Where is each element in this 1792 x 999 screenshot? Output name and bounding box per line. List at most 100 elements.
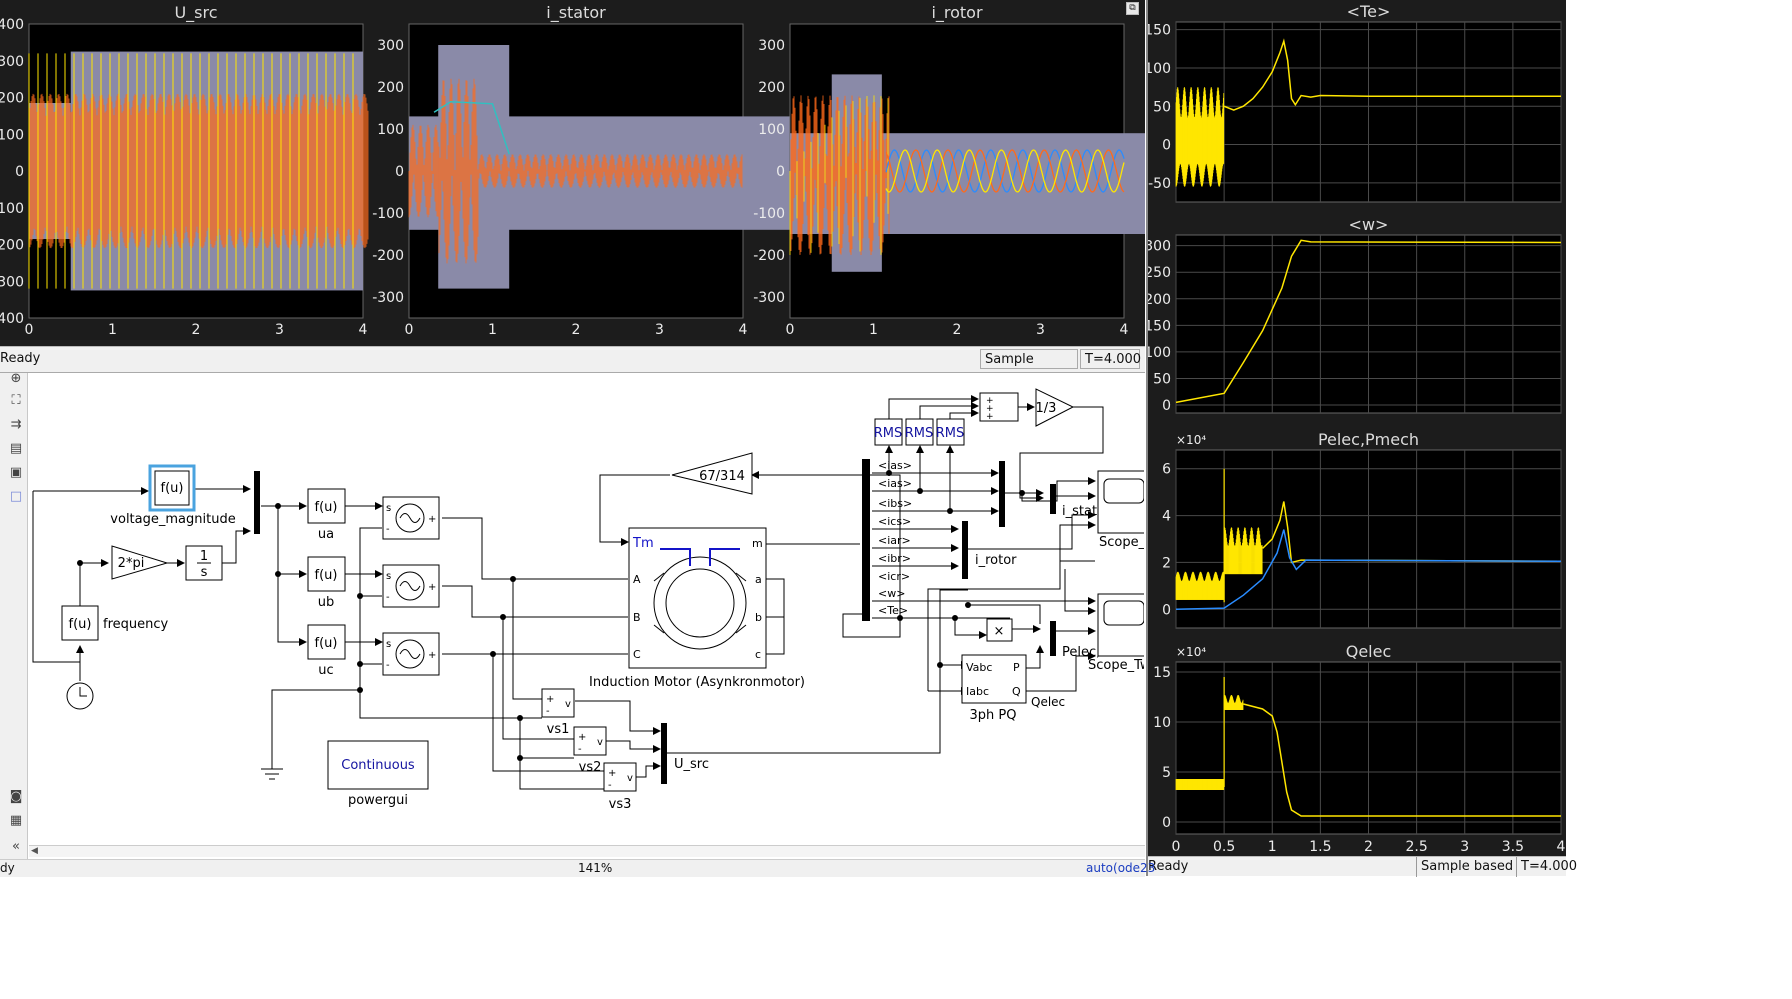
- bus-signal-label: <icr>: [878, 570, 910, 583]
- induction-motor-block[interactable]: Tm m A B C a b c: [628, 527, 767, 669]
- scope-tw-block[interactable]: [1097, 593, 1144, 657]
- y-tick-label: -300: [0, 274, 24, 290]
- bus-signal-labels: <ias><ias><ibs><ics><iar><ibr><icr><w><T…: [878, 459, 912, 617]
- model-editor: ⊕ ⛶ ⇉ ▤ ▣ □ ◙ ▦ «: [0, 371, 1155, 877]
- x-tick-label: 0: [405, 322, 414, 338]
- mux-block[interactable]: [254, 471, 260, 534]
- zoom-in-icon[interactable]: ⊕: [10, 371, 22, 386]
- clock-block[interactable]: [66, 682, 94, 710]
- junction-dots: [77, 470, 1025, 761]
- svg-text:f(u): f(u): [69, 617, 92, 632]
- x-tick-label: 1: [108, 322, 117, 338]
- stator-mux2-block[interactable]: [1050, 484, 1056, 514]
- exponent-label: ×10⁴: [1176, 433, 1206, 447]
- scope2-status-mode: Sample based: [1416, 857, 1516, 877]
- vs2-block[interactable]: + - v: [573, 726, 607, 756]
- voltage-magnitude-block[interactable]: f(u): [148, 464, 196, 512]
- svg-text:b: b: [755, 611, 762, 624]
- svg-text:1: 1: [200, 549, 208, 564]
- signal-traces: [1175, 239, 1562, 404]
- rms-block-3[interactable]: RMS: [936, 418, 965, 446]
- x-tick-label: 0: [786, 322, 795, 338]
- rms-block-1[interactable]: RMS: [874, 418, 903, 446]
- scope-u-block[interactable]: [1097, 470, 1144, 534]
- fit-view-icon[interactable]: ⛶: [11, 393, 21, 408]
- ground-block[interactable]: [261, 756, 283, 780]
- svg-text:m: m: [752, 537, 763, 550]
- frequency-label: frequency: [103, 617, 169, 632]
- y-tick-label: -300: [753, 290, 785, 306]
- rms-block-2[interactable]: RMS: [905, 418, 934, 446]
- zoom-level: 141%: [578, 861, 613, 875]
- y-tick-label: 150: [1148, 23, 1171, 39]
- integrator-block[interactable]: 1 s: [185, 545, 223, 581]
- svg-text:s: s: [386, 639, 391, 650]
- voltage-source-a[interactable]: s - +: [382, 496, 440, 540]
- svg-text:f(u): f(u): [315, 636, 338, 651]
- irotor-mux-block[interactable]: [962, 521, 968, 579]
- gain-67-314-block[interactable]: 67/314: [671, 452, 753, 495]
- pq-label: 3ph PQ: [970, 708, 1017, 723]
- scope1-status-text: Ready: [0, 351, 41, 366]
- scope2-status-text: Ready: [1148, 859, 1189, 874]
- frequency-fcn-block[interactable]: f(u): [61, 605, 99, 641]
- model-hscrollbar[interactable]: ◀: [29, 845, 1145, 857]
- bus-signal-label: <w>: [878, 587, 905, 600]
- ub-fcn-block[interactable]: f(u): [307, 556, 346, 592]
- y-tick-label: 50: [1153, 371, 1171, 387]
- scope-tw-label: Scope_Tw: [1088, 658, 1144, 673]
- annotation-icon[interactable]: ▤: [9, 441, 23, 456]
- vs1-label: vs1: [547, 722, 570, 737]
- power-mux-block[interactable]: [1050, 621, 1056, 656]
- vs1-block[interactable]: + - v: [541, 688, 575, 718]
- uc-fcn-block[interactable]: f(u): [307, 624, 346, 660]
- plot-title: Qelec: [1346, 642, 1392, 661]
- svg-text:+: +: [428, 582, 436, 593]
- svg-text:RMS: RMS: [905, 426, 934, 441]
- collapse-icon[interactable]: «: [12, 839, 20, 854]
- svg-text:+: +: [986, 396, 994, 406]
- y-tick-label: 200: [377, 80, 404, 96]
- y-tick-label: 6: [1162, 462, 1171, 478]
- ua-fcn-block[interactable]: f(u): [307, 488, 346, 524]
- svg-text:RMS: RMS: [874, 426, 903, 441]
- svg-text:1/3: 1/3: [1036, 401, 1057, 416]
- usrc-label: U_src: [674, 757, 709, 772]
- solver-name[interactable]: auto(ode23: [1086, 861, 1156, 875]
- pq-block[interactable]: Vabc Iabc P Q: [961, 654, 1027, 704]
- voltage-source-b[interactable]: s - +: [382, 564, 440, 608]
- istator-mux-block[interactable]: [999, 461, 1005, 527]
- irotor-label: i_rotor: [975, 553, 1017, 568]
- y-tick-label: -100: [753, 206, 785, 222]
- voltage-magnitude-label: voltage_magnitude: [110, 512, 235, 527]
- scope2-status-time: T=4.000: [1516, 857, 1577, 877]
- scope1-status-mode: Sample based: [980, 349, 1078, 387]
- x-tick-label: 3: [275, 322, 284, 338]
- vs3-block[interactable]: + - v: [603, 762, 637, 792]
- bus-selector-block[interactable]: [862, 459, 870, 621]
- y-tick-label: 0: [395, 164, 404, 180]
- exponent-label: ×10⁴: [1176, 645, 1206, 659]
- gain-1-3-block[interactable]: 1/3: [1035, 388, 1075, 427]
- gain-2pi-block[interactable]: 2*pi: [111, 545, 169, 580]
- signal-traces: [1175, 468, 1562, 611]
- powergui-block[interactable]: Continuous: [327, 740, 429, 790]
- scroll-left-icon[interactable]: ◀: [31, 846, 38, 856]
- camera-icon[interactable]: ◙: [9, 789, 23, 804]
- svg-text:s: s: [201, 565, 208, 580]
- usrc-mux-block[interactable]: [661, 723, 667, 784]
- x-tick-label: 2: [572, 322, 581, 338]
- area-icon[interactable]: □: [9, 489, 23, 504]
- voltage-source-c[interactable]: s - +: [382, 632, 440, 676]
- sum-block[interactable]: + + +: [979, 392, 1019, 422]
- qelec-label: Qelec: [1031, 695, 1065, 709]
- product-block[interactable]: ×: [986, 618, 1013, 642]
- y-tick-label: 200: [1148, 292, 1171, 308]
- x-tick-label: 2: [953, 322, 962, 338]
- image-icon[interactable]: ▣: [9, 465, 23, 480]
- arrow-icon[interactable]: ⇉: [10, 417, 22, 432]
- y-tick-label: 250: [1148, 265, 1171, 281]
- library-icon[interactable]: ▦: [9, 813, 23, 828]
- scope1-maximize-icon[interactable]: ⧉: [1126, 2, 1139, 15]
